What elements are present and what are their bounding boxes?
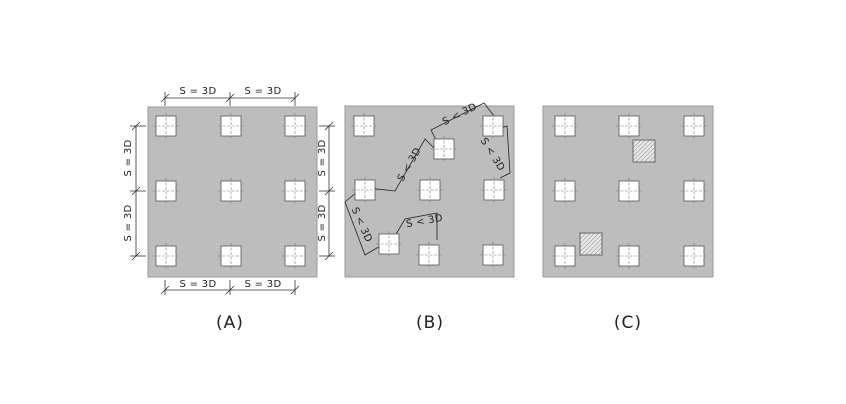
caption-a: (A) (216, 313, 244, 333)
dim-label-left-bottom-a: S = 3D (123, 205, 134, 242)
pile-icon (351, 113, 377, 139)
pile-icon (681, 178, 707, 204)
caption-b: (B) (416, 313, 444, 333)
pile-icon (480, 113, 506, 139)
dim-label-bottom-right-a: S = 3D (245, 279, 282, 290)
dim-label-bottom-left-a: S = 3D (180, 279, 217, 290)
pile-icon (481, 177, 507, 203)
piles-c (552, 113, 707, 269)
panel-c: (C) (542, 105, 714, 333)
panel-a: S = 3D S = 3D S = 3D S = 3D S = 3D S = 3… (123, 86, 335, 333)
dim-right-a (319, 121, 335, 261)
pile-icon (218, 243, 244, 269)
caption-c: (C) (614, 313, 642, 333)
removed-pile-top-icon (632, 139, 656, 163)
pile-icon (282, 178, 308, 204)
pile-icon (417, 177, 443, 203)
pile-icon (616, 113, 642, 139)
pile-icon (282, 113, 308, 139)
pile-icon (616, 178, 642, 204)
pile-icon (153, 113, 179, 139)
dim-bottom-a (160, 280, 300, 295)
pile-icon (282, 243, 308, 269)
dim-label-top-right-a: S = 3D (245, 86, 282, 97)
pile-icon (153, 178, 179, 204)
dim-label-right-bottom-a: S = 3D (317, 205, 328, 242)
pile-icon (552, 113, 578, 139)
removed-pile-bottom-icon (579, 232, 603, 256)
pile-icon (480, 242, 506, 268)
pile-icon (616, 243, 642, 269)
pile-icon (431, 136, 457, 162)
panel-b: S < 3D S < 3D S < 3D S < 3D S < 3D (B) (344, 101, 515, 333)
piles-b (351, 113, 507, 268)
piles-a (153, 113, 308, 269)
dim-top-a (160, 92, 300, 106)
dim-label-left-top-a: S = 3D (123, 140, 134, 177)
pile-icon (153, 243, 179, 269)
pile-icon (681, 243, 707, 269)
dim-left-a (130, 121, 146, 261)
dim-label-right-top-a: S = 3D (317, 140, 328, 177)
pile-icon (218, 178, 244, 204)
pile-icon (416, 242, 442, 268)
pile-icon (376, 231, 402, 257)
pile-icon (552, 178, 578, 204)
pile-icon (352, 177, 378, 203)
dim-label-top-left-a: S = 3D (180, 86, 217, 97)
pile-icon (552, 243, 578, 269)
pile-icon (218, 113, 244, 139)
pile-icon (681, 113, 707, 139)
